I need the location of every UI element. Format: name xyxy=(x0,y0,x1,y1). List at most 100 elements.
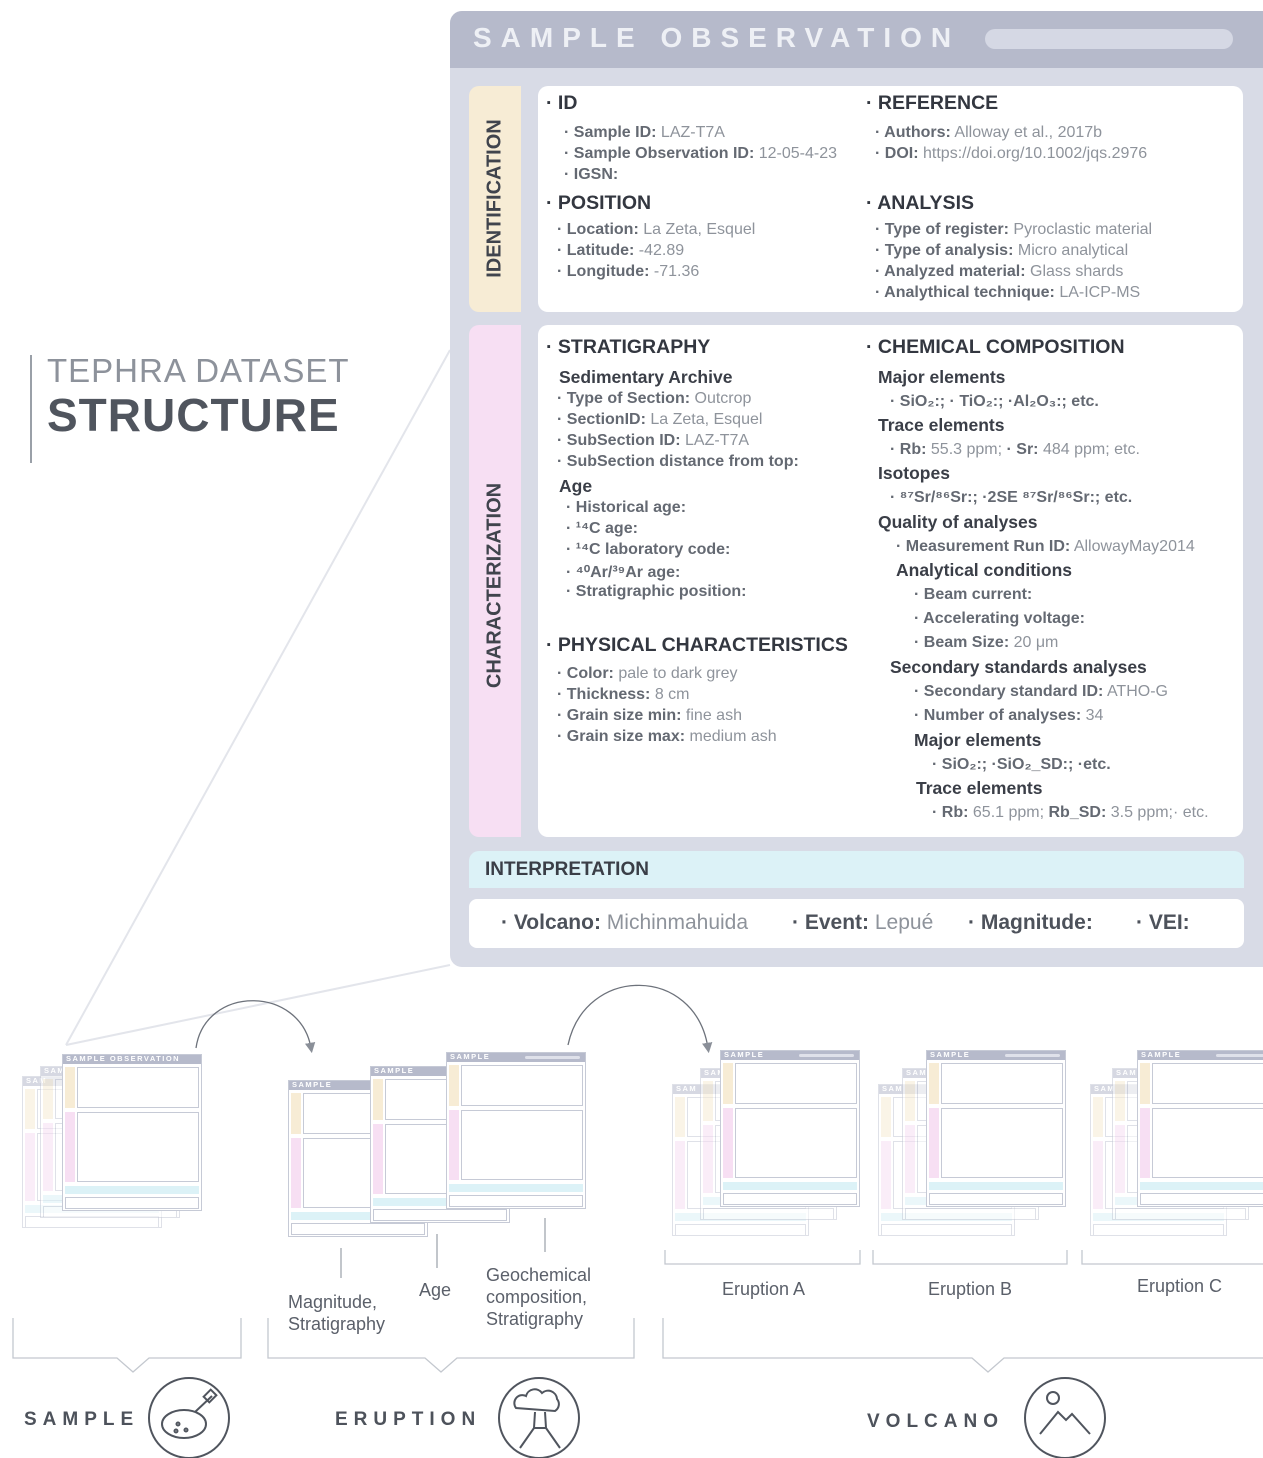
grain-size-min: · Grain size min: fine ash xyxy=(557,707,742,724)
type-of-analysis: · Type of analysis: Micro analytical xyxy=(875,242,1129,259)
category-sample: SAMPLE xyxy=(24,1409,140,1430)
quality-heading: Quality of analyses xyxy=(878,512,1038,532)
major-elements-list: · SiO₂:; · TiO₂:; ·Al₂O₃:; etc. xyxy=(890,393,1099,410)
eruption-cloud-icon xyxy=(498,1377,580,1458)
identification-panel xyxy=(538,86,1243,312)
chemical-heading: · CHEMICAL COMPOSITION xyxy=(866,336,1125,358)
secondary-standards-heading: Secondary standards analyses xyxy=(890,657,1147,677)
characterization-panel xyxy=(538,325,1243,837)
bracket-eruption-a xyxy=(664,1250,861,1265)
mini-card-title: SAM xyxy=(704,1068,726,1077)
measurement-run-id: · Measurement Run ID: AllowayMay2014 xyxy=(896,538,1195,555)
isotopes-heading: Isotopes xyxy=(878,463,950,483)
label-eruption-b: Eruption B xyxy=(928,1279,1013,1299)
mini-card-title: SAM xyxy=(676,1084,698,1093)
card-header-bar xyxy=(985,29,1233,49)
mini-card-title: SAM xyxy=(1116,1068,1138,1077)
authors: · Authors: Alloway et al., 2017b xyxy=(875,124,1103,141)
bracket-sample xyxy=(12,1318,242,1373)
sample-observation-id: · Sample Observation ID: 12-05-4-23 xyxy=(564,145,837,162)
title-line-2: STRUCTURE xyxy=(47,389,340,441)
category-eruption: ERUPTION xyxy=(335,1409,482,1430)
secondary-trace-heading: Trace elements xyxy=(916,778,1043,798)
mini-card-title: SAMPLE xyxy=(450,1052,491,1061)
stratigraphy-heading: · STRATIGRAPHY xyxy=(546,336,711,358)
major-elements-heading: Major elements xyxy=(878,367,1006,387)
bracket-eruption-c xyxy=(1081,1250,1263,1265)
secondary-standard-id: · Secondary standard ID: ATHO-G xyxy=(914,683,1168,700)
mini-card-title: SAMPLE xyxy=(374,1066,415,1075)
sedimentary-archive: Sedimentary Archive xyxy=(559,367,733,387)
mini-card-title: SAM xyxy=(44,1066,66,1075)
label-age: Age xyxy=(419,1280,452,1300)
age-heading: Age xyxy=(559,476,593,496)
position-heading: · POSITION xyxy=(546,192,652,214)
mini-card-title: SAMPLE xyxy=(724,1050,765,1059)
interpretation-heading: INTERPRETATION xyxy=(485,859,649,880)
label-geochemical-composition: Geochemical composition, Stratigraphy xyxy=(486,1265,592,1329)
mini-card-title: SAM xyxy=(1094,1084,1116,1093)
c14-laboratory-code: · ¹⁴C laboratory code: xyxy=(566,541,731,558)
mini-observation-card: SAMPLE xyxy=(1137,1050,1263,1207)
type-of-register: · Type of register: Pyroclastic material xyxy=(875,221,1153,238)
longitude: · Longitude: -71.36 xyxy=(557,263,700,280)
doi: · DOI: https://doi.org/10.1002/jqs.2976 xyxy=(875,145,1148,162)
section-id: · SectionID: La Zeta, Esquel xyxy=(557,411,763,428)
mini-observation-card: SAMPLE OBSERVATION xyxy=(62,1054,202,1211)
secondary-trace-list: · Rb: 65.1 ppm; Rb_SD: 3.5 ppm;· etc. xyxy=(932,804,1209,821)
trace-elements-list: · Rb: 55.3 ppm; · Sr: 484 ppm; etc. xyxy=(890,441,1140,458)
color: · Color: pale to dark grey xyxy=(557,665,738,682)
category-volcano: VOLCANO xyxy=(867,1411,1004,1432)
accelerating-voltage: · Accelerating voltage: xyxy=(914,610,1086,627)
mini-card-title: SAM xyxy=(906,1068,928,1077)
grain-size-max: · Grain size max: medium ash xyxy=(557,728,777,745)
mini-observation-card: SAMPLE xyxy=(446,1052,586,1209)
petri-dish-icon xyxy=(148,1377,230,1458)
card-title: SAMPLE OBSERVATION xyxy=(473,22,961,53)
mini-card-title: SAMPLE xyxy=(292,1080,333,1089)
c14-age: · ¹⁴C age: xyxy=(566,520,638,537)
analytical-conditions-heading: Analytical conditions xyxy=(896,560,1072,580)
title-line-1: TEPHRA DATASET xyxy=(47,352,350,389)
mini-observation-card: SAMPLE xyxy=(720,1050,860,1207)
event-field: · Event: Lepué xyxy=(792,911,934,934)
mini-card-title: SAM xyxy=(26,1076,48,1085)
beam-size: · Beam Size: 20 μm xyxy=(914,634,1059,651)
mini-observation-card: SAMPLE xyxy=(926,1050,1066,1207)
id-heading: · ID xyxy=(546,92,578,114)
analytical-technique: · Analythical technique: LA-ICP-MS xyxy=(875,284,1141,301)
label-eruption-c: Eruption C xyxy=(1137,1276,1223,1296)
interpretation-panel xyxy=(469,899,1244,948)
arc-arrow-sample-to-eruption xyxy=(195,1000,316,1054)
arc-arrow-eruption-to-volcano xyxy=(567,984,713,1054)
mini-card-title: SAMPLE xyxy=(1141,1050,1182,1059)
type-of-section: · Type of Section: Outcrop xyxy=(557,390,752,407)
mini-card-title: SAM xyxy=(882,1084,904,1093)
sample-id: · Sample ID: LAZ-T7A xyxy=(564,124,725,141)
mini-card-title: SAMPLE xyxy=(930,1050,971,1059)
volcano-field: · Volcano: Michinmahuida xyxy=(501,911,749,934)
beam-current: · Beam current: xyxy=(914,586,1033,603)
trace-elements-heading: Trace elements xyxy=(878,415,1005,435)
label-magnitude-stratigraphy: Magnitude, Stratigraphy xyxy=(288,1292,386,1334)
isotopes-list: · ⁸⁷Sr/⁸⁶Sr:; ·2SE ⁸⁷Sr/⁸⁶Sr:; etc. xyxy=(890,489,1133,506)
mountain-icon xyxy=(1024,1377,1106,1458)
title-divider xyxy=(30,355,32,463)
reference-heading: · REFERENCE xyxy=(866,92,999,114)
physical-heading: · PHYSICAL CHARACTERISTICS xyxy=(546,634,848,656)
identification-tab xyxy=(469,86,521,312)
number-of-analyses: · Number of analyses: 34 xyxy=(914,707,1104,724)
historical-age: · Historical age: xyxy=(566,499,687,516)
bracket-volcano xyxy=(662,1318,1263,1373)
location: · Location: La Zeta, Esquel xyxy=(557,221,756,238)
interpretation-header xyxy=(469,851,1244,888)
characterization-tab xyxy=(469,325,521,837)
analysis-heading: · ANALYSIS xyxy=(866,192,974,214)
magnitude-field: · Magnitude: xyxy=(968,911,1093,934)
secondary-major-heading: Major elements xyxy=(914,730,1042,750)
mini-card-title: SAMPLE OBSERVATION xyxy=(66,1054,181,1063)
igsn: · IGSN: xyxy=(564,166,619,183)
stratigraphic-position: · Stratigraphic position: xyxy=(566,583,747,600)
